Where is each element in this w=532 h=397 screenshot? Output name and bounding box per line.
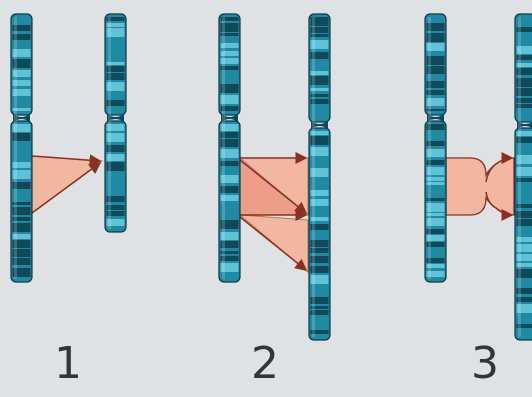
chromosome-highlight xyxy=(312,17,315,337)
panel-label-2: 2 xyxy=(235,338,295,390)
chromosome xyxy=(515,14,532,340)
chromosome-highlight xyxy=(14,17,17,279)
chromosome-highlight xyxy=(222,17,225,279)
panel-label-1: 1 xyxy=(38,338,98,390)
panel-3 xyxy=(425,14,532,340)
mapping-region xyxy=(446,158,514,215)
chromosome-highlight xyxy=(108,17,111,229)
panel-1 xyxy=(11,14,126,282)
chromosome xyxy=(309,14,330,340)
chromosome xyxy=(219,14,240,282)
panel-2 xyxy=(219,14,330,340)
chromosome xyxy=(11,14,32,282)
chromosome xyxy=(425,14,446,282)
chromosome-highlight xyxy=(518,17,521,337)
chromosome-highlight xyxy=(428,17,431,279)
chromosome xyxy=(105,14,126,232)
panel-label-3: 3 xyxy=(455,338,515,390)
